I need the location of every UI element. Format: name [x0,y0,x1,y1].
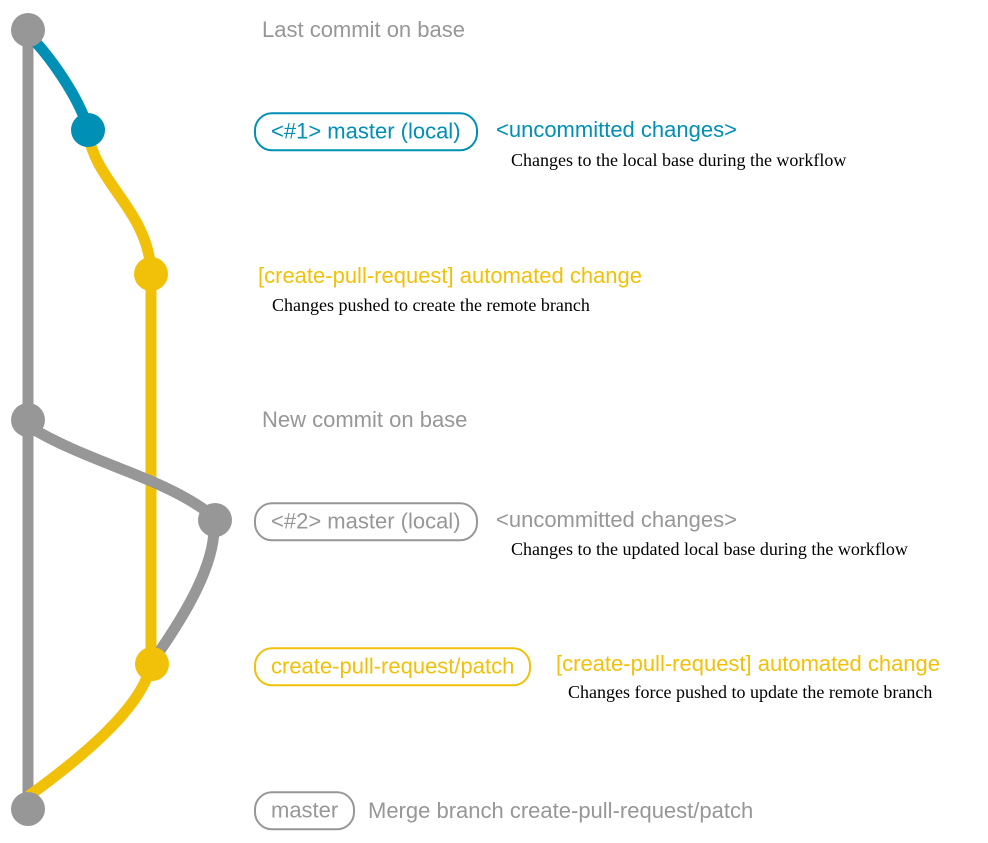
annotation-push-create: Changes pushed to create the remote bran… [272,295,590,316]
annotation-uncommitted-2: Changes to the updated local base during… [511,539,908,560]
commit-message-uncommitted-1: <uncommitted changes> [496,116,737,142]
commit-dot-local-1 [71,113,105,147]
commit-message-automated-change-2: [create-pull-request] automated change [556,650,941,676]
annotation-force-push: Changes force pushed to update the remot… [568,682,933,703]
branch-ref-badge-master-local-1: <#1> master (local) [254,112,478,152]
commit-dot-patch-1 [134,257,168,291]
commit-dot-local-2 [198,503,232,537]
commit-dot-last-base [11,13,45,47]
commit-dot-merge [11,792,45,826]
branch-ref-badge-master-local-2: <#2> master (local) [254,502,478,542]
branch-line-patch [24,126,157,801]
branch-ref-badge-master: master [254,791,356,831]
commit-message-last-base: Last commit on base [262,16,465,42]
commit-message-merge: Merge branch create-pull-request/patch [368,797,754,823]
branch-ref-badge-patch: create-pull-request/patch [254,647,532,687]
annotation-uncommitted-1: Changes to the local base during the wor… [511,150,847,171]
commit-dot-patch-2 [135,647,169,681]
commit-message-automated-change-1: [create-pull-request] automated change [258,262,643,288]
branch-line-base-update [22,420,220,664]
branch-line-local-master [22,28,94,134]
commit-dot-new-base [11,403,45,437]
commit-message-new-base: New commit on base [262,406,468,432]
commit-message-uncommitted-2: <uncommitted changes> [496,506,737,532]
